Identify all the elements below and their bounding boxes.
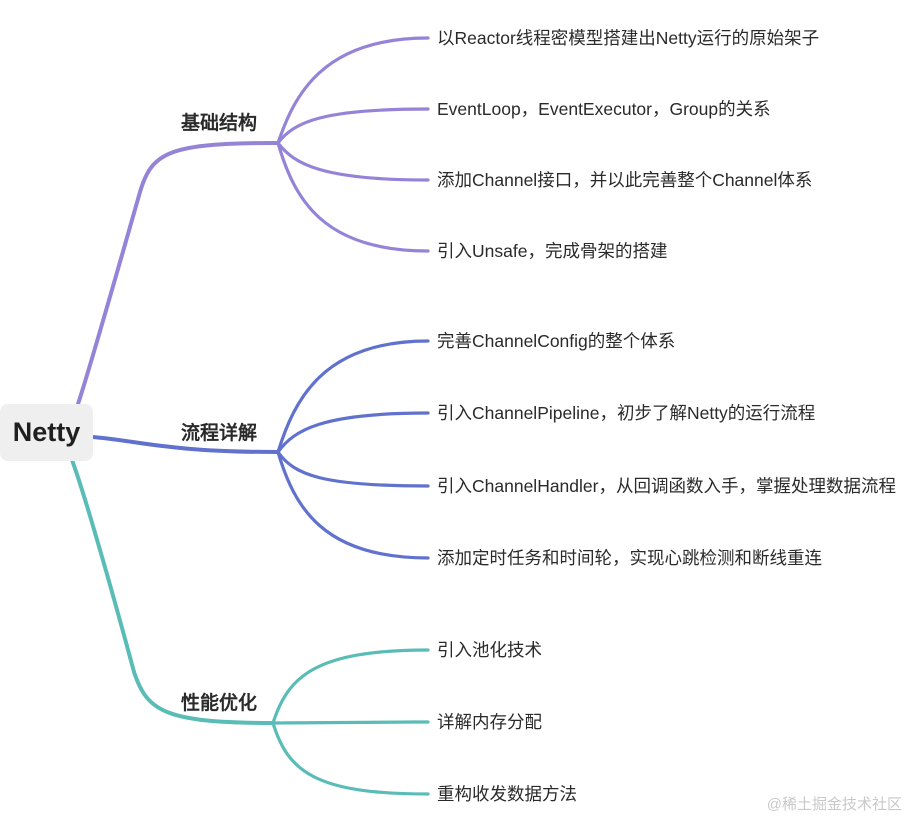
branch-node-performance[interactable]: 性能优化 bbox=[181, 693, 258, 714]
watermark-juejin: @稀土掘金技术社区 bbox=[766, 796, 902, 813]
edge-branch-2-leaf-3 bbox=[276, 450, 430, 488]
branch-node-basic-structure[interactable]: 基础结构 bbox=[181, 113, 258, 134]
leaf-node[interactable]: 引入ChannelPipeline，初步了解Netty的运行流程 bbox=[437, 403, 816, 423]
edge-branch-3-leaf-3 bbox=[271, 721, 430, 796]
leaf-node[interactable]: 引入Unsafe，完成骨架的搭建 bbox=[437, 241, 668, 261]
edge-root-to-branch-3 bbox=[70, 458, 275, 725]
edge-root-to-branch-2 bbox=[90, 435, 280, 454]
edge-branch-2-leaf-4 bbox=[276, 450, 430, 560]
edge-branch-1-leaf-3 bbox=[276, 141, 430, 182]
leaf-node[interactable]: EventLoop，EventExecutor，Group的关系 bbox=[437, 99, 771, 119]
edge-branch-3-leaf-2 bbox=[271, 720, 430, 725]
edge-branch-2-leaf-2 bbox=[276, 411, 430, 454]
leaf-node[interactable]: 重构收发数据方法 bbox=[437, 784, 577, 804]
leaf-node[interactable]: 引入ChannelHandler，从回调函数入手，掌握处理数据流程 bbox=[437, 476, 896, 496]
edge-branch-1-leaf-1 bbox=[276, 36, 430, 145]
leaf-node[interactable]: 添加定时任务和时间轮，实现心跳检测和断线重连 bbox=[437, 548, 822, 568]
leaf-node[interactable]: 详解内存分配 bbox=[437, 712, 542, 732]
edge-root-to-branch-1 bbox=[76, 141, 280, 406]
leaf-node[interactable]: 以Reactor线程密模型搭建出Netty运行的原始架子 bbox=[437, 28, 820, 48]
root-node-netty[interactable]: Netty bbox=[0, 404, 93, 461]
edge-branch-3-leaf-1 bbox=[271, 648, 430, 725]
leaf-node[interactable]: 添加Channel接口，并以此完善整个Channel体系 bbox=[437, 170, 813, 190]
leaf-node[interactable]: 完善ChannelConfig的整个体系 bbox=[437, 331, 676, 351]
leaf-node[interactable]: 引入池化技术 bbox=[437, 640, 542, 660]
edge-branch-1-leaf-2 bbox=[276, 107, 430, 145]
edge-branch-2-leaf-1 bbox=[276, 339, 430, 454]
branch-node-process-detail[interactable]: 流程详解 bbox=[181, 423, 258, 444]
edge-branch-1-leaf-4 bbox=[276, 141, 430, 253]
